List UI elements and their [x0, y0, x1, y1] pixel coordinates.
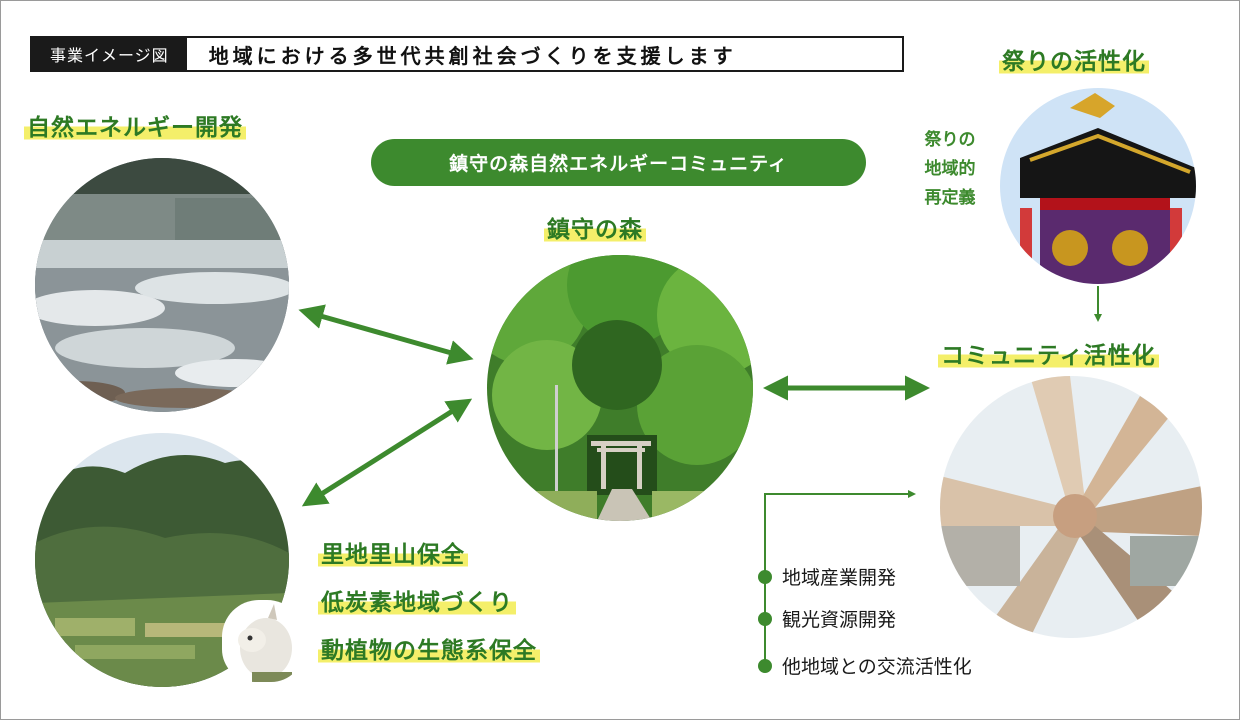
festival-note: 祭りの 地域的 再定義 [907, 126, 993, 213]
heading-festival: 祭りの活性化 [999, 42, 1149, 76]
bracket-community-items [764, 490, 916, 668]
community-item-2: 観光資源開発 [758, 605, 896, 632]
header-tag: 事業イメージ図 [32, 38, 187, 70]
heading-forest: 鎮守の森 [544, 210, 646, 244]
goat-photo [222, 600, 304, 682]
satoyama-item-2: 低炭素地域づくり [318, 583, 516, 617]
community-item-label: 観光資源開発 [782, 609, 897, 631]
heading-energy: 自然エネルギー開発 [24, 108, 246, 142]
arrow-energy-forest [298, 304, 474, 365]
satoyama-item-3: 動植物の生態系保全 [318, 631, 540, 665]
festival-note-line-1: 祭りの [924, 130, 976, 150]
bullet-dot-icon [758, 658, 772, 673]
header-bar: 事業イメージ図 地域における多世代共創社会づくりを支援します [30, 36, 904, 72]
heading-community: コミュニティ活性化 [938, 336, 1159, 370]
bullet-dot-icon [758, 611, 772, 626]
festival-float-photo [1000, 88, 1196, 284]
forest-shrine-photo [487, 255, 753, 521]
arrow-satoyama-forest [301, 398, 473, 507]
page-title: 地域における多世代共創社会づくりを支援します [208, 43, 737, 68]
community-item-3: 他地域との交流活性化 [758, 652, 972, 679]
bullet-dot-icon [758, 569, 772, 584]
community-item-1: 地域産業開発 [758, 563, 896, 590]
satoyama-item-1: 里地里山保全 [318, 535, 468, 569]
festival-note-line-3: 再定義 [924, 188, 976, 208]
community-item-label: 地域産業開発 [782, 567, 897, 589]
festival-note-line-2: 地域的 [924, 159, 976, 179]
community-item-label: 他地域との交流活性化 [782, 656, 972, 678]
waterfall-photo [35, 158, 289, 412]
project-name-pill: 鎮守の森自然エネルギーコミュニティ [371, 139, 866, 186]
